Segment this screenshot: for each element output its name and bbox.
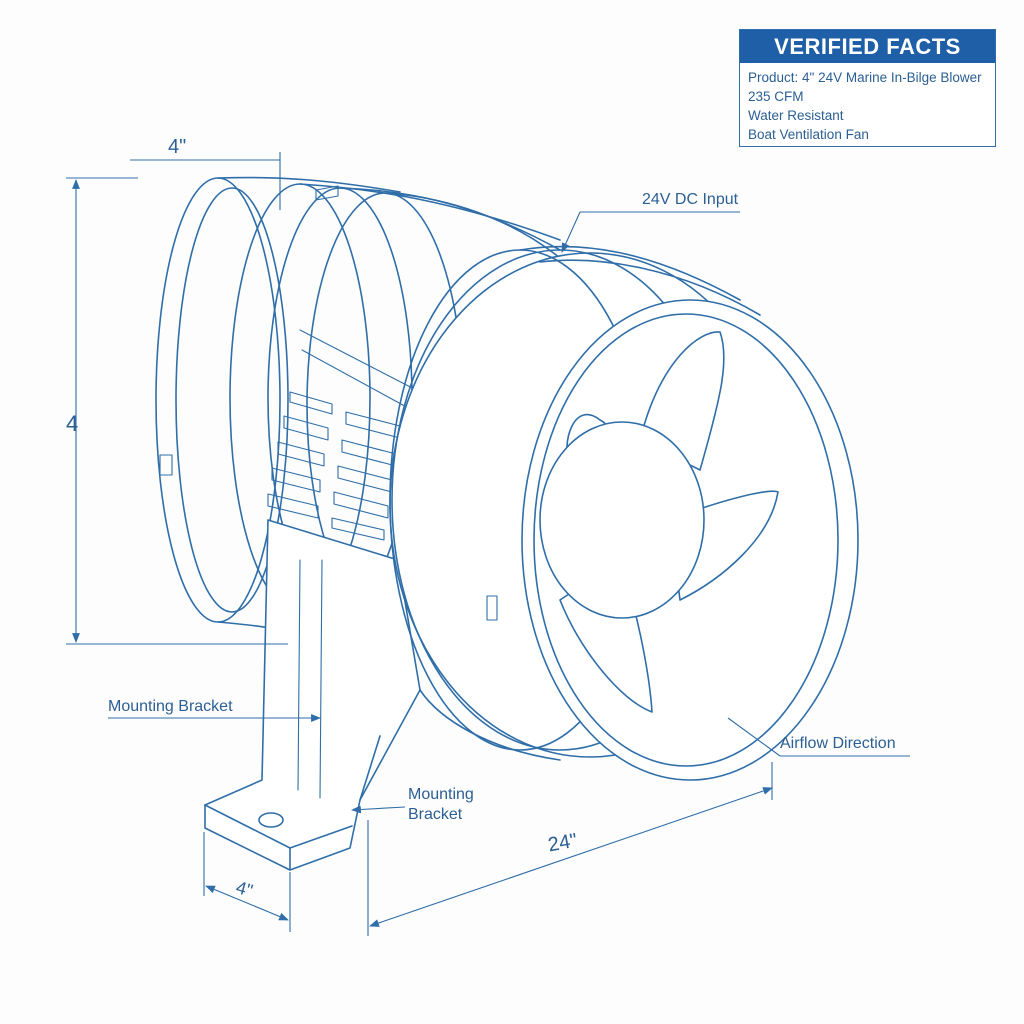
fact-item: Water Resistant (748, 108, 844, 123)
leader-dc-input (561, 211, 740, 253)
dc-input-label: 24V DC Input (642, 191, 739, 208)
dim-length (367, 762, 773, 936)
fan-impeller (539, 331, 779, 713)
mounting-bracket (204, 519, 421, 871)
dim-top-width (130, 152, 281, 210)
verified-facts-title: VERIFIED FACTS (740, 30, 995, 63)
airflow-label: Airflow Direction (780, 735, 896, 752)
fact-item: Product: 4" 24V Marine In-Bilge Blower (748, 70, 982, 85)
verified-facts-panel: VERIFIED FACTS Product: 4" 24V Marine In… (739, 29, 996, 147)
mounting-bracket-right-line1: Mounting (408, 786, 474, 803)
side-height-label: 4 (66, 411, 79, 436)
top-width-label: 4" (168, 136, 187, 158)
mounting-bracket-right-line2: Bracket (408, 806, 463, 823)
leader-mounting-bracket-right (351, 805, 406, 814)
verified-facts-list: Product: 4" 24V Marine In-Bilge Blower 2… (740, 63, 995, 144)
mounting-bracket-right-label: Mounting Bracket (408, 785, 474, 825)
dim-bracket-width (203, 832, 291, 932)
fact-item: Boat Ventilation Fan (748, 127, 869, 142)
fact-item: 235 CFM (748, 89, 804, 104)
mounting-bracket-left-label: Mounting Bracket (108, 698, 233, 715)
leader-airflow (727, 717, 910, 757)
dim-side-height (66, 177, 288, 645)
